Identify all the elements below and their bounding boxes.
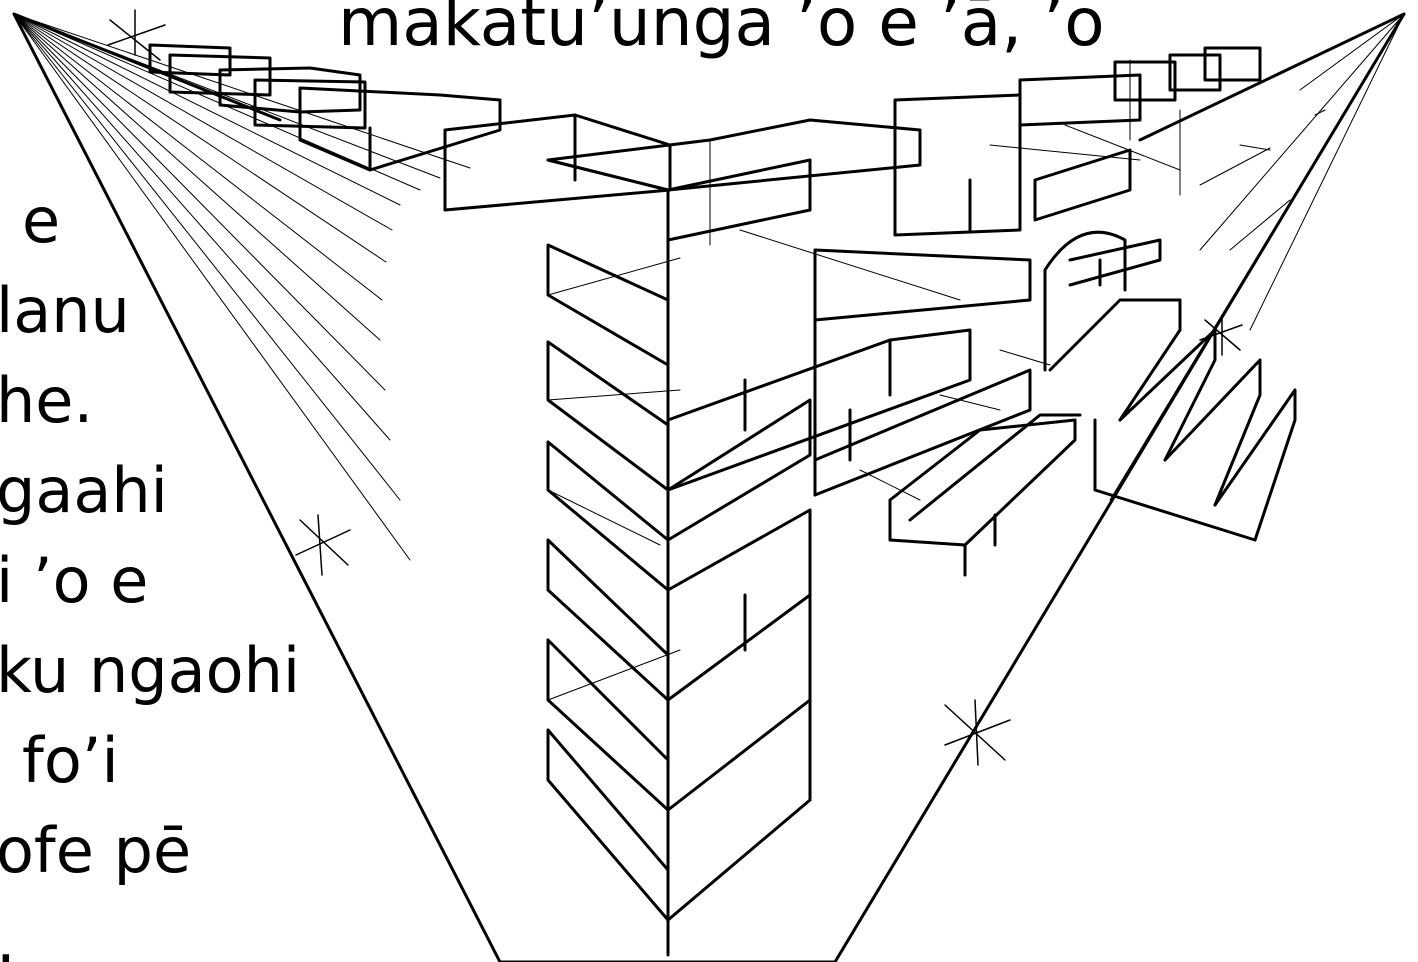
caption-top-text: makatu’unga ’o e ’ā, ’o [338,0,1105,61]
construction-lines [547,59,1326,701]
perspective-guide-lines-left [13,13,471,561]
side-line-3: he. [0,364,94,437]
side-line-5: i ’o e [0,544,149,617]
sparkle-icon [295,514,351,576]
side-line-9: . [0,896,316,962]
archway [1043,230,1162,372]
side-line-2: lanu [0,274,130,347]
caption-side-text: e lanu he. gaahi i ’o e ku ngaohi fo’i o… [0,176,316,962]
side-line-8: ofe pē [0,814,192,887]
sparkle-icon [107,9,166,61]
low-steps [888,413,1082,577]
left-rooftop-blocks [148,43,672,212]
street-outline [12,12,1406,962]
sparkle-icon [944,699,1011,766]
side-line-4: gaahi [0,454,168,527]
sparkle-icon [1199,314,1243,356]
perspective-guide-lines-right [1109,13,1405,501]
side-line-6: ku ngaohi [0,634,301,707]
staircase [1048,298,1297,542]
central-tower [546,118,972,957]
middle-block [813,46,1262,497]
side-line-1: e [22,184,61,257]
side-line-7: fo’i [22,724,119,797]
